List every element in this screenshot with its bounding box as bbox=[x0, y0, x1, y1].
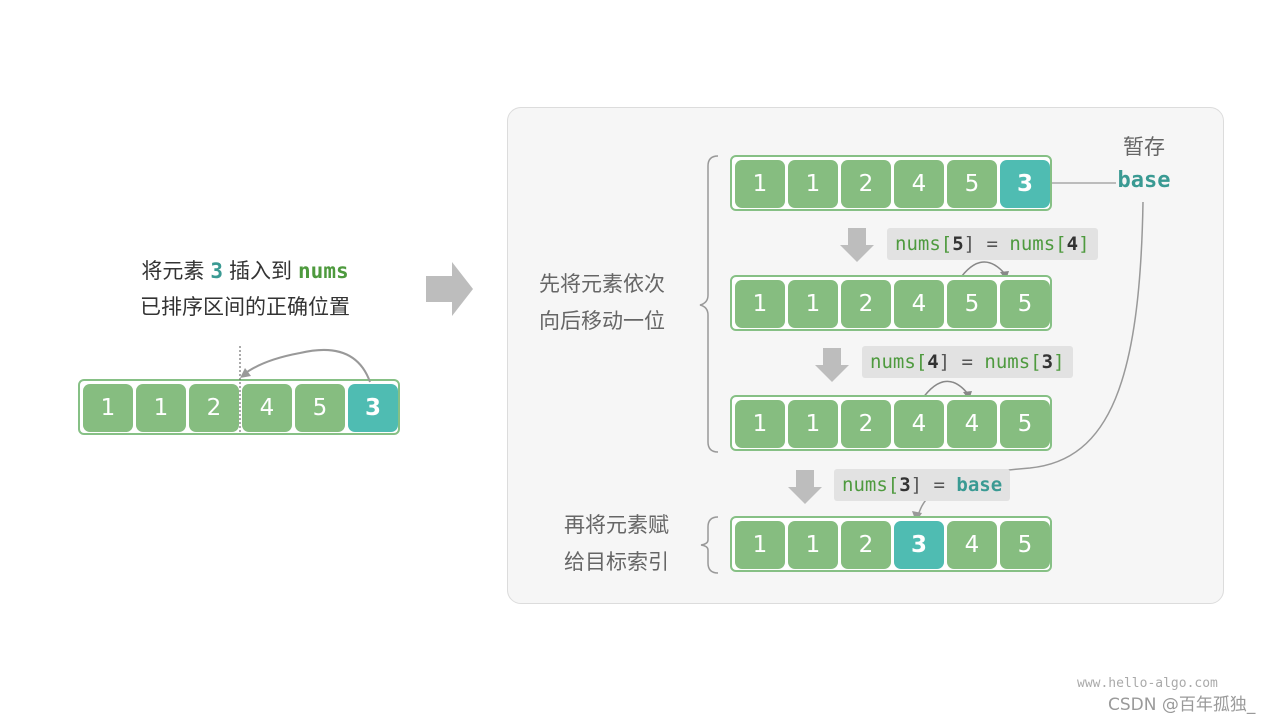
caption-line-2: 已排序区间的正确位置 bbox=[140, 295, 350, 319]
array-cell: 4 bbox=[947, 521, 997, 569]
caption-highlight-number: 3 bbox=[210, 259, 224, 283]
caption-text: 将元素 bbox=[141, 259, 205, 283]
array-step-2: 1 1 2 4 4 5 bbox=[730, 395, 1052, 451]
array-cell: 1 bbox=[788, 400, 838, 448]
array-cell: 5 bbox=[295, 384, 345, 432]
array-cell: 4 bbox=[894, 400, 944, 448]
array-step-3: 1 1 2 3 4 5 bbox=[730, 516, 1052, 572]
eq-operator: ] = bbox=[910, 474, 957, 496]
shift-label-line: 向后移动一位 bbox=[539, 309, 665, 333]
array-cell: 4 bbox=[894, 280, 944, 328]
eq-base: base bbox=[956, 474, 1003, 496]
array-cell: 1 bbox=[788, 160, 838, 208]
array-cell-highlight: 3 bbox=[348, 384, 398, 432]
array-cell-highlight: 3 bbox=[1000, 160, 1050, 208]
assign-label-line: 再将元素赋 bbox=[564, 513, 669, 537]
eq-index: 3 bbox=[899, 474, 911, 496]
array-cell: 4 bbox=[947, 400, 997, 448]
base-label: base bbox=[1117, 168, 1171, 193]
array-cell: 4 bbox=[894, 160, 944, 208]
array-cell: 1 bbox=[136, 384, 186, 432]
equation-step-1: nums[5] = nums[4] bbox=[887, 228, 1098, 260]
eq-operator: ] = bbox=[938, 351, 985, 373]
array-cell: 5 bbox=[1000, 280, 1050, 328]
caption-highlight-array: nums bbox=[298, 259, 349, 283]
array-cell: 5 bbox=[1000, 521, 1050, 569]
array-cell: 2 bbox=[841, 521, 891, 569]
eq-index: 4 bbox=[927, 351, 939, 373]
array-cell: 5 bbox=[1000, 400, 1050, 448]
array-step-1: 1 1 2 4 5 5 bbox=[730, 275, 1052, 331]
eq-text: nums[ bbox=[984, 351, 1042, 373]
array-cell: 1 bbox=[735, 160, 785, 208]
array-cell: 1 bbox=[735, 400, 785, 448]
eq-index: 3 bbox=[1041, 351, 1054, 373]
caption-text: 插入到 bbox=[229, 259, 293, 283]
eq-operator: ] = bbox=[963, 233, 1010, 255]
array-cell: 2 bbox=[841, 280, 891, 328]
array-cell: 4 bbox=[242, 384, 292, 432]
eq-text: nums[ bbox=[870, 351, 928, 373]
equation-step-3: nums[3] = base bbox=[834, 469, 1011, 501]
array-cell-highlight: 3 bbox=[894, 521, 944, 569]
eq-text: nums[ bbox=[895, 233, 953, 255]
big-right-arrow bbox=[426, 262, 473, 316]
array-cell: 1 bbox=[735, 521, 785, 569]
site-watermark: www.hello-algo.com bbox=[1077, 676, 1218, 691]
array-cell: 1 bbox=[788, 280, 838, 328]
temp-label: 暂存 bbox=[1123, 135, 1165, 159]
csdn-watermark: CSDN @百年孤独_ bbox=[1108, 695, 1256, 715]
array-cell: 2 bbox=[189, 384, 239, 432]
assign-label-line: 给目标索引 bbox=[564, 550, 669, 574]
array-cell: 1 bbox=[788, 521, 838, 569]
array-cell: 2 bbox=[841, 400, 891, 448]
array-cell: 5 bbox=[947, 280, 997, 328]
insert-curve-arrowhead bbox=[240, 368, 251, 378]
array-initial: 1 1 2 4 5 3 bbox=[78, 379, 400, 435]
assign-label: 再将元素赋 给目标索引 bbox=[564, 507, 669, 581]
equation-step-2: nums[4] = nums[3] bbox=[862, 346, 1073, 378]
array-cell: 5 bbox=[947, 160, 997, 208]
shift-label-line: 先将元素依次 bbox=[539, 272, 665, 296]
array-step-0: 1 1 2 4 5 3 bbox=[730, 155, 1052, 211]
insert-curve-arrow bbox=[242, 349, 371, 383]
eq-text: nums[ bbox=[842, 474, 900, 496]
eq-text: nums[ bbox=[1009, 233, 1067, 255]
eq-index: 5 bbox=[952, 233, 964, 255]
array-cell: 2 bbox=[841, 160, 891, 208]
eq-text: ] bbox=[1053, 351, 1065, 373]
shift-label: 先将元素依次 向后移动一位 bbox=[539, 266, 665, 340]
array-cell: 1 bbox=[735, 280, 785, 328]
eq-text: ] bbox=[1078, 233, 1090, 255]
array-cell: 1 bbox=[83, 384, 133, 432]
eq-index: 4 bbox=[1066, 233, 1079, 255]
